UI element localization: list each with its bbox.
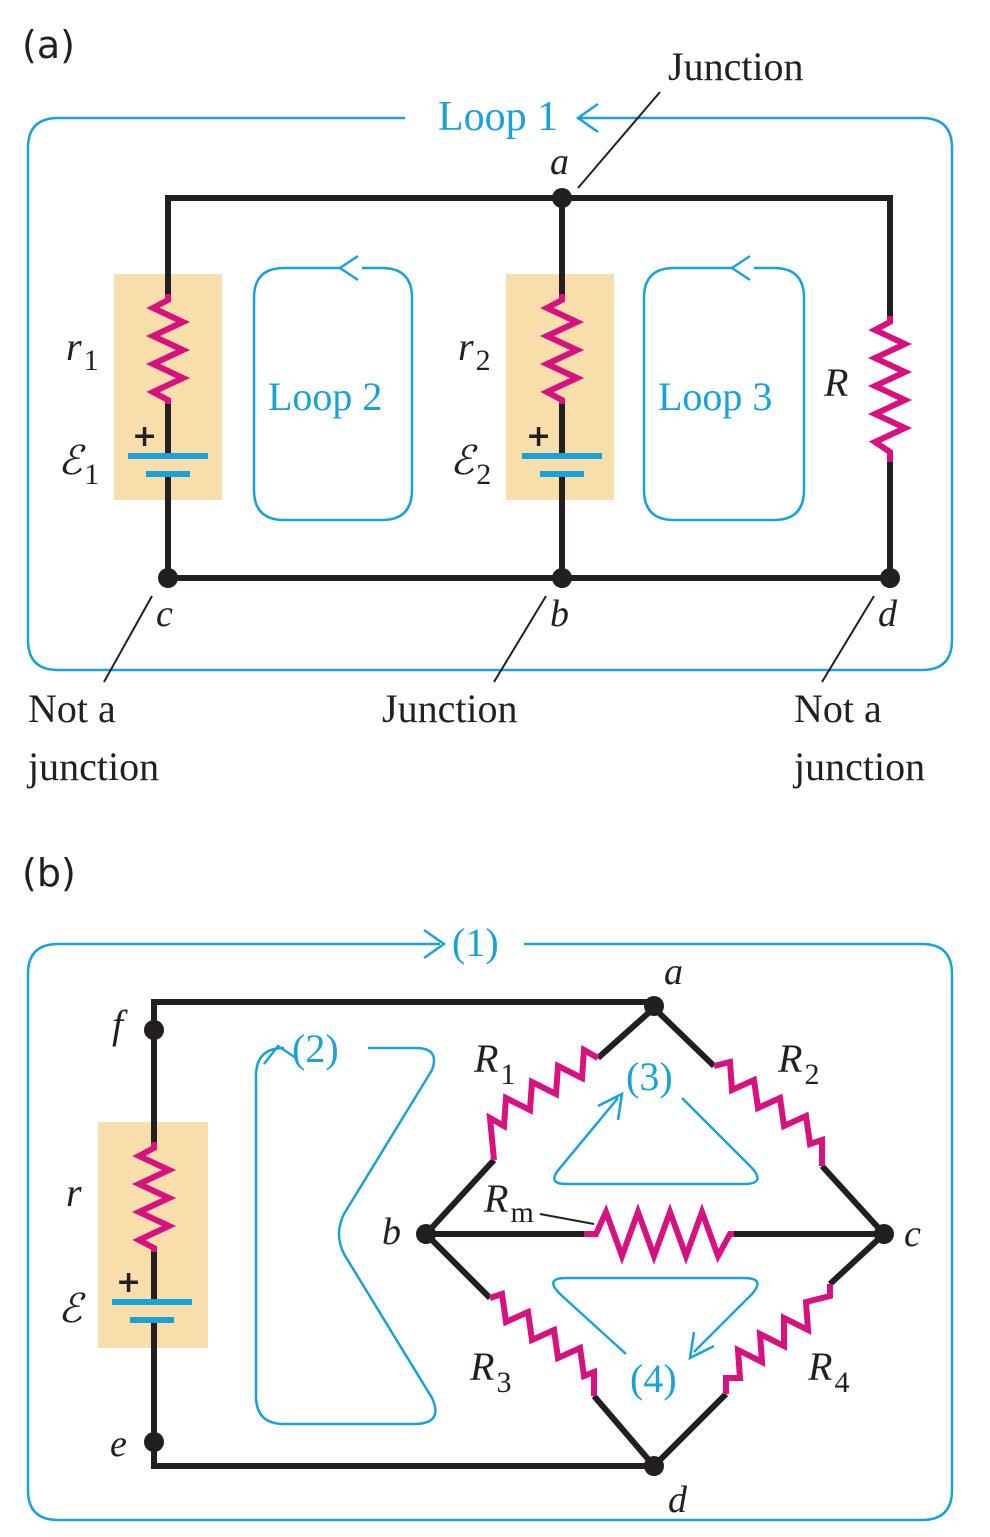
- node-c-label: c: [156, 593, 173, 635]
- r1-label: r1: [66, 324, 99, 377]
- node-d: [880, 568, 900, 588]
- loop-(4)-label: (4): [630, 1356, 677, 1401]
- resistor-R3: [489, 1290, 597, 1396]
- panel-b-wires: [151, 999, 887, 1469]
- internal-resistor-r2: [539, 294, 585, 404]
- node-a-label: a: [550, 141, 569, 183]
- node-b-label: b: [550, 593, 569, 635]
- loop-(3)-label: (3): [626, 1054, 673, 1099]
- battery-1-plus: +: [132, 419, 157, 454]
- loop-(3)-arrow-icon: [597, 1091, 624, 1121]
- not-junction-right-leader: [821, 595, 875, 683]
- emf-2-label: ℰ2: [450, 438, 491, 491]
- node-c: [874, 1224, 894, 1244]
- node-a: [644, 996, 664, 1016]
- panel-a-label: (a): [22, 23, 75, 67]
- node-d-label-b: d: [668, 1479, 688, 1521]
- loop-(1)-label: (1): [452, 920, 499, 965]
- node-c-label-b: c: [904, 1213, 921, 1255]
- junction-bottom-leader: [493, 595, 547, 683]
- loop-(4)-outline: [552, 1276, 759, 1355]
- R-label: R: [823, 360, 848, 405]
- not-junction-left-line2: junction: [26, 744, 159, 789]
- node-b: [416, 1224, 436, 1244]
- emf-1-label: ℰ1: [58, 438, 99, 491]
- r2-label: r2: [458, 324, 491, 377]
- r-label: r: [66, 1170, 82, 1215]
- R3-label: R3: [469, 1344, 511, 1399]
- loop-3-outline: [642, 266, 806, 522]
- battery-plus: +: [116, 1265, 141, 1300]
- loop-(1)-outline: [26, 942, 954, 1522]
- R2-label: R2: [777, 1036, 819, 1091]
- loop-3-label: Loop 3: [658, 374, 772, 419]
- internal-resistor-r1: [145, 294, 191, 404]
- loop-(2)-arrow-icon: [263, 1044, 297, 1065]
- panel-a-wires: [165, 195, 893, 581]
- node-b: [552, 568, 572, 588]
- resistor-R4: [723, 1284, 833, 1394]
- R4-label: R4: [807, 1344, 849, 1399]
- node-b-label-b: b: [382, 1211, 401, 1253]
- node-f-label: f: [112, 1002, 128, 1047]
- battery-emf-1: [128, 453, 208, 477]
- loop-1-outline: [26, 116, 954, 672]
- Rm-label: Rm: [483, 1176, 534, 1229]
- node-e-label: e: [110, 1423, 127, 1465]
- internal-resistor-r: [131, 1142, 177, 1252]
- loop-1-label: Loop 1: [438, 94, 558, 140]
- node-e: [144, 1432, 164, 1452]
- resistor-R1: [486, 1045, 600, 1161]
- node-a-label-b: a: [664, 951, 683, 993]
- R1-label: R1: [473, 1036, 515, 1091]
- node-d-label: d: [878, 593, 898, 635]
- junction-bottom-text: Junction: [382, 686, 518, 731]
- loop-2-outline: [252, 266, 414, 522]
- loop-(2)-label: (2): [292, 1026, 339, 1071]
- node-a: [552, 188, 572, 208]
- loop-(1)-arrow-icon: [423, 928, 447, 960]
- battery-2-plus: +: [526, 419, 551, 454]
- not-junction-right-line2: junction: [792, 744, 925, 789]
- junction-top-text: Junction: [668, 44, 804, 89]
- node-c: [158, 568, 178, 588]
- not-junction-left-line1: Not a: [28, 686, 116, 731]
- battery-emf: [112, 1299, 192, 1323]
- resistor-Rm: [584, 1203, 734, 1265]
- junction-top-leader: [577, 91, 661, 189]
- panel-b-label: (b): [22, 851, 76, 895]
- resistor-R2: [713, 1058, 825, 1166]
- emf-label: ℰ: [58, 1286, 86, 1331]
- loop-2-arrow-icon: [337, 254, 359, 282]
- loop-(2)-outline: [254, 1046, 437, 1426]
- loop-3-arrow-icon: [729, 254, 751, 282]
- loop-(4)-arrow-icon: [688, 1331, 715, 1361]
- Rm-leader: [539, 1213, 595, 1225]
- battery-emf-2: [522, 453, 602, 477]
- external-resistor-R: [867, 316, 913, 462]
- panel-a: (a) Loop 1 +: [22, 23, 954, 789]
- loop-2-label: Loop 2: [268, 374, 382, 419]
- panel-b: (b) (1) +: [22, 851, 954, 1522]
- loop-(3)-outline: [553, 1097, 759, 1186]
- node-f: [144, 1020, 164, 1040]
- not-junction-right-line1: Not a: [794, 686, 882, 731]
- node-d: [644, 1456, 664, 1476]
- not-junction-left-leader: [103, 595, 153, 683]
